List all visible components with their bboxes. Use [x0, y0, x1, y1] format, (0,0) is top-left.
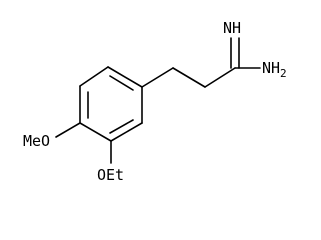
ch2-to-amidine-bond: [172, 67, 206, 88]
chemical-structure-diagram: NH NH 2 MeO OEt: [23, 19, 287, 184]
imine-label: NH: [223, 19, 241, 37]
amidine-carbon-segment: [204, 67, 236, 88]
ring-bond-top-left: [107, 66, 143, 88]
structure-canvas: NH NH 2 MeO OEt: [23, 19, 287, 184]
ring-bond-left-top: [79, 66, 109, 87]
ring-to-ch2-bond: [141, 67, 174, 88]
ring-bond-bottom-left: [79, 122, 112, 142]
amine-label: NH: [262, 59, 280, 77]
methoxy-label: MeO: [23, 132, 50, 150]
methoxy-bond: [55, 122, 81, 138]
ring-double-bond-top: [109, 75, 134, 91]
amine-subscript: 2: [280, 67, 287, 80]
ethoxy-label: OEt: [97, 166, 124, 184]
ring-bond-right-bottom: [110, 122, 143, 142]
ring-double-bond-lower-right: [109, 119, 134, 134]
